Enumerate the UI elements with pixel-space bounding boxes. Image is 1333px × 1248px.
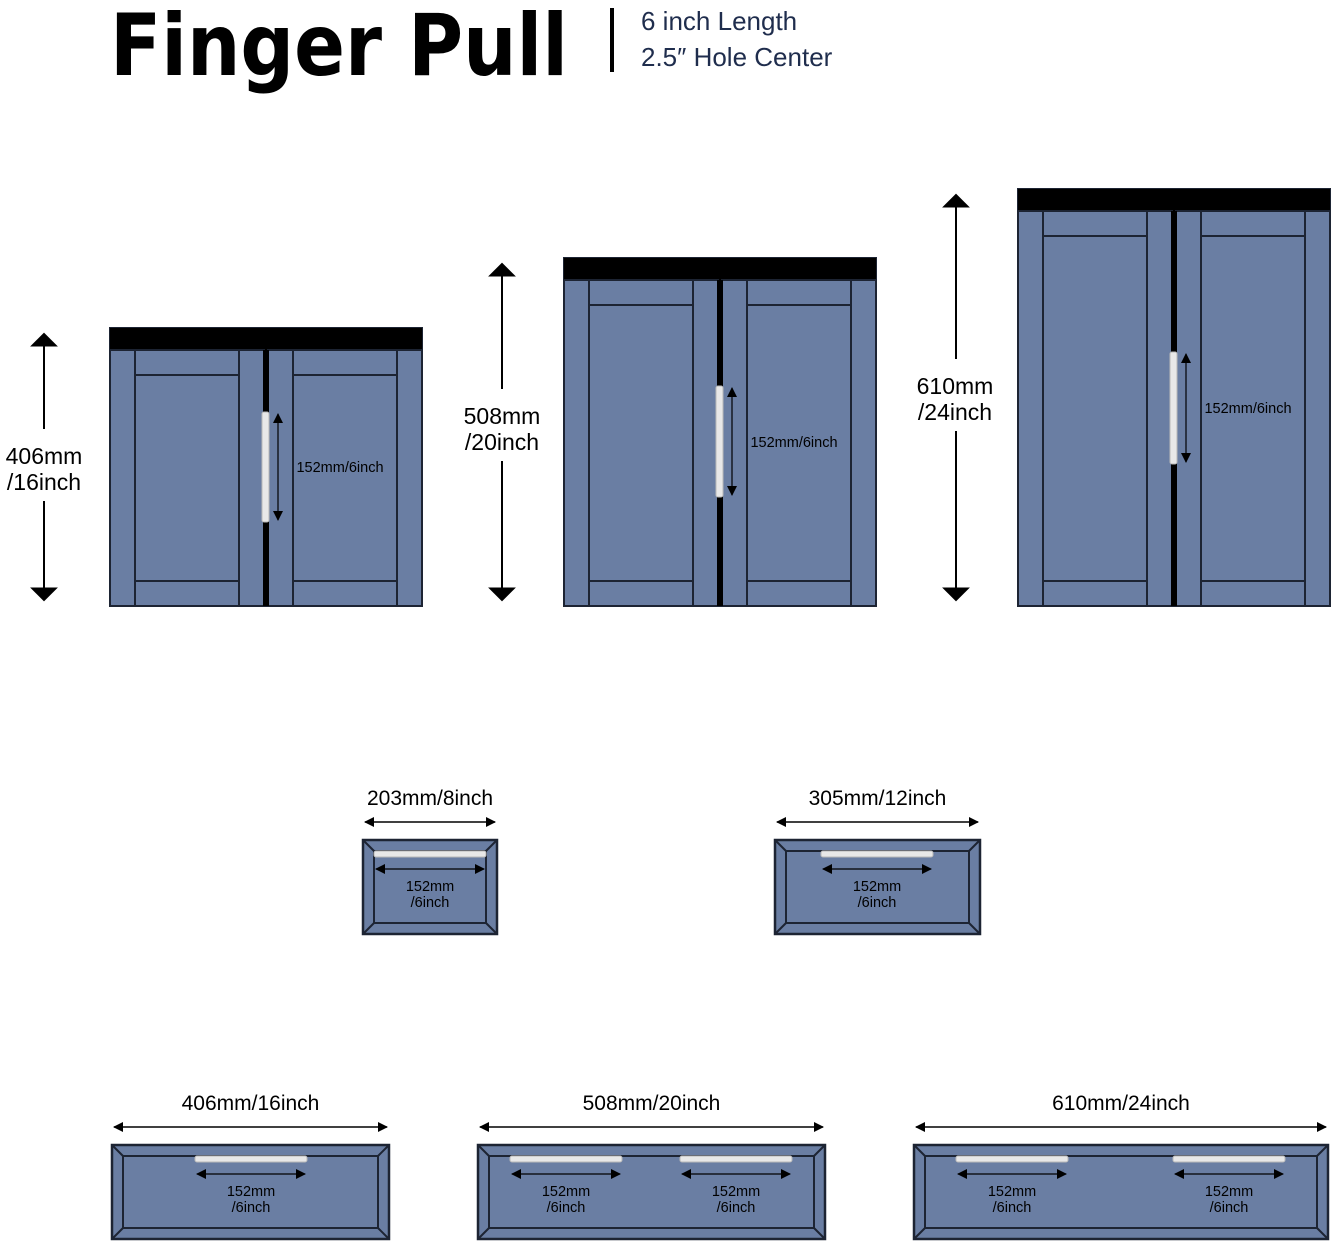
pull-label-inch: /6inch (717, 1200, 756, 1216)
page-title: Finger Pull (110, 0, 568, 96)
pull-label-inch: /6inch (232, 1200, 271, 1216)
drawer-finger-pull (194, 1155, 308, 1163)
cabinet-top-bar (110, 328, 422, 350)
drawer-bevel-line (377, 1227, 390, 1240)
pull-label-inch: /6inch (1210, 1200, 1249, 1216)
height-label-mm: 406mm (6, 443, 83, 469)
drawer-finger-pull (679, 1155, 793, 1163)
cabinet-2: 152mm/6inch 508mm/20inch (464, 257, 877, 607)
cabinet-door-right (1175, 210, 1331, 607)
door-inner-panel (588, 304, 694, 582)
pull-dimension-label: 152mm/6inch (750, 435, 837, 451)
width-label: 305mm/12inch (809, 787, 947, 810)
pull-label-mm: 152mm (1205, 1184, 1253, 1200)
drawer-bevel-line (477, 1227, 490, 1240)
drawer-finger-pull (1172, 1155, 1286, 1163)
drawer-finger-pull (955, 1155, 1069, 1163)
height-label-inch: /16inch (7, 469, 81, 495)
cabinets-group: 152mm/6inch406mm/16inch152mm/6inch508mm/… (6, 188, 1331, 607)
drawers-group: 203mm/8inch152mm/6inch305mm/12inch152mm/… (110, 787, 1330, 1241)
drawer-bevel-line (1316, 1227, 1329, 1240)
drawer-bevel-line (774, 839, 787, 852)
drawer-bevel-line (1316, 1144, 1329, 1157)
drawer-bevel-line (813, 1144, 826, 1157)
drawer-inner-panel (373, 850, 487, 924)
drawer-bevel-line (813, 1227, 826, 1240)
cabinet-door-right (721, 279, 877, 607)
drawer-bevel-line (362, 922, 375, 935)
drawer-inner-panel (924, 1155, 1318, 1229)
pull-dimension-label: 152mm/6inch (1204, 401, 1291, 417)
drawer-bevel-line (111, 1144, 124, 1157)
drawer-bevel-line (968, 839, 981, 852)
width-label: 610mm/24inch (1052, 1092, 1190, 1115)
spec-hole-center: 2.5″ Hole Center (641, 42, 833, 72)
drawer-bevel-line (111, 1227, 124, 1240)
drawer-wide-1: 406mm/16inch 152mm/6inch (110, 1092, 391, 1241)
drawer-bevel-line (477, 1144, 490, 1157)
pull-label-inch: /6inch (411, 895, 450, 911)
drawer-inner-panel (488, 1155, 815, 1229)
height-label-inch: /20inch (465, 429, 539, 455)
drawer-small-1: 203mm/8inch 152mm/6inch (361, 787, 499, 936)
height-label-mm: 610mm (917, 373, 994, 399)
title-divider (610, 8, 614, 72)
pull-label-mm: 152mm (988, 1184, 1036, 1200)
cabinet-door-left (109, 349, 265, 607)
cabinet-3: 152mm/6inch 610mm/24inch (917, 188, 1331, 607)
drawer-bevel-line (913, 1144, 926, 1157)
pull-label-inch: /6inch (858, 895, 897, 911)
pull-label-inch: /6inch (547, 1200, 586, 1216)
cabinet-top-bar (1018, 189, 1330, 211)
door-inner-panel (1042, 235, 1148, 582)
cabinet-top-bar (564, 258, 876, 280)
drawer-bevel-line (377, 1144, 390, 1157)
door-inner-panel (134, 374, 240, 582)
drawer-bevel-line (485, 922, 498, 935)
cabinet-1: 152mm/6inch 406mm/16inch (6, 327, 423, 607)
pull-label-mm: 152mm (712, 1184, 760, 1200)
width-label: 508mm/20inch (583, 1092, 721, 1115)
width-label: 406mm/16inch (182, 1092, 320, 1115)
height-label-inch: /24inch (918, 399, 992, 425)
finger-pull (1169, 351, 1178, 465)
drawer-bevel-line (968, 922, 981, 935)
door-inner-panel (1200, 235, 1306, 582)
pull-label-mm: 152mm (542, 1184, 590, 1200)
pull-label-inch: /6inch (993, 1200, 1032, 1216)
drawer-finger-pull (820, 850, 934, 858)
pull-label-mm: 152mm (227, 1184, 275, 1200)
pull-dimension-label: 152mm/6inch (296, 460, 383, 476)
pull-label-mm: 152mm (853, 879, 901, 895)
width-label: 203mm/8inch (367, 787, 493, 810)
drawer-bevel-line (485, 839, 498, 852)
finger-pull (261, 411, 270, 523)
door-inner-panel (746, 304, 852, 582)
drawer-bevel-line (362, 839, 375, 852)
cabinet-door-left (563, 279, 719, 607)
drawer-finger-pull (509, 1155, 623, 1163)
finger-pull (715, 385, 724, 498)
drawer-bevel-line (774, 922, 787, 935)
cabinet-door-right (267, 349, 423, 607)
cabinet-door-left (1017, 210, 1173, 607)
height-label-mm: 508mm (464, 403, 541, 429)
spec-length: 6 inch Length (641, 6, 797, 36)
pull-label-mm: 152mm (406, 879, 454, 895)
drawer-finger-pull (373, 850, 487, 858)
door-inner-panel (292, 374, 398, 582)
drawer-small-2: 305mm/12inch 152mm/6inch (773, 787, 982, 936)
drawer-bevel-line (913, 1227, 926, 1240)
